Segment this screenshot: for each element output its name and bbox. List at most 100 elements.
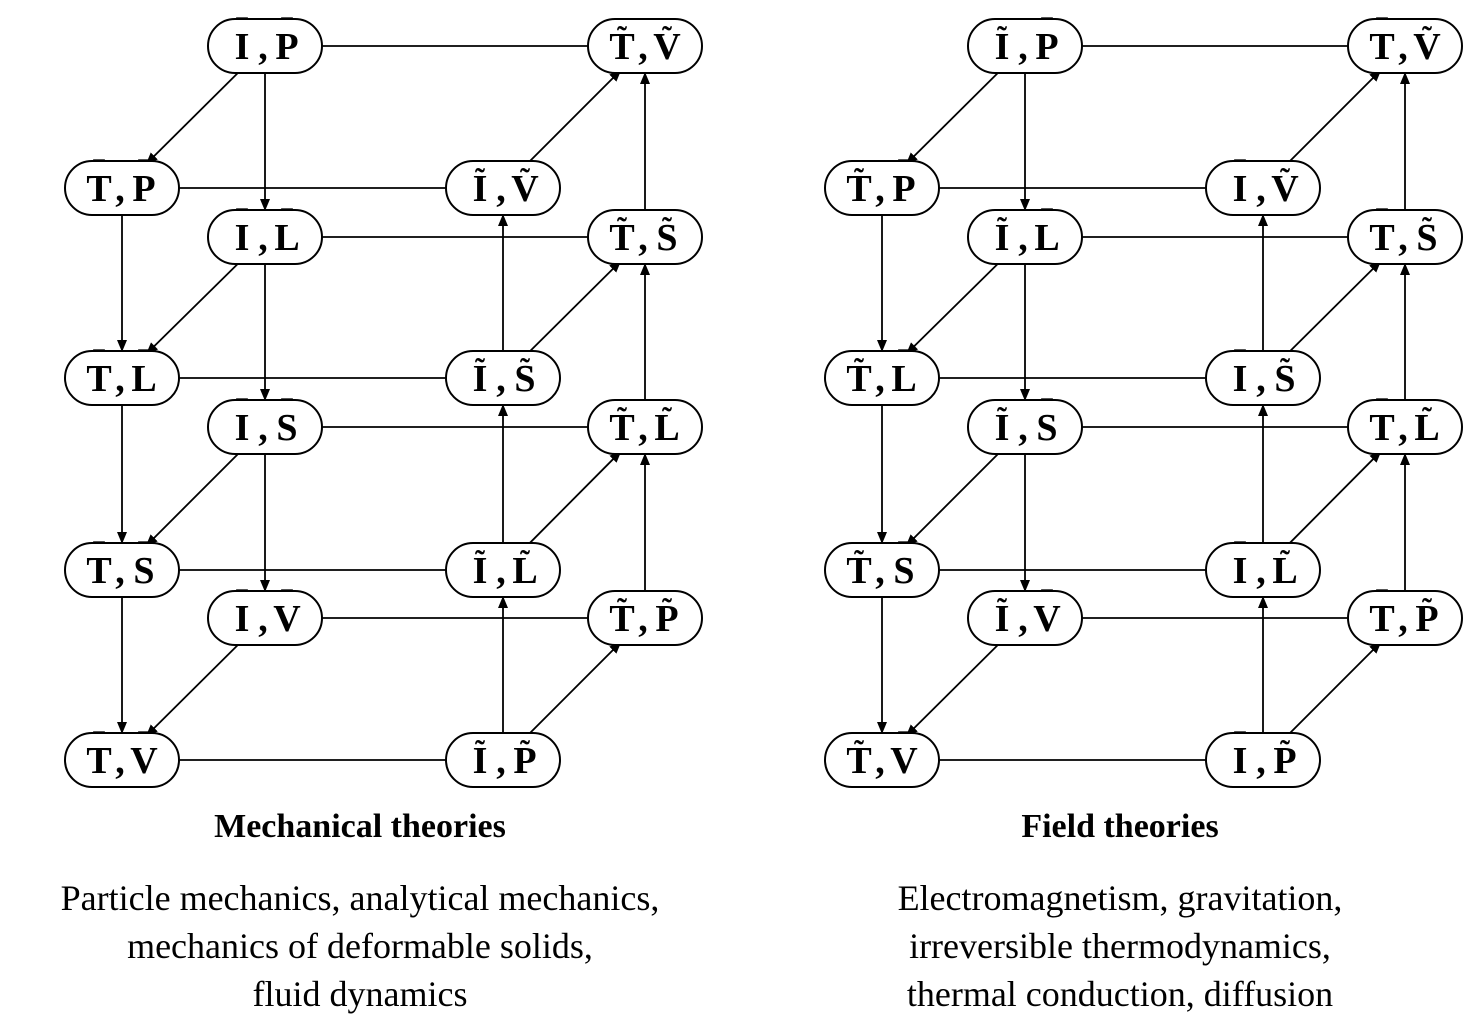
node-variable: V (1413, 26, 1441, 68)
tilde-mark-icon: ˜ (997, 212, 1007, 245)
tilde-mark-icon: ˜ (854, 163, 864, 196)
node-shape (824, 350, 940, 406)
node-shape (967, 18, 1083, 74)
edge-IV2-TV2 (145, 641, 242, 737)
node-IS2: I‾S˜, (1205, 347, 1321, 406)
tilde-mark-icon: ˜ (475, 545, 485, 578)
node-shape (824, 732, 940, 788)
node-IP: I‾P‾, (207, 15, 323, 74)
bar-mark-icon: ‾ (1234, 539, 1246, 572)
node-TP: T‾P‾, (64, 157, 180, 216)
edge-IS2-TS (526, 260, 622, 355)
node-variable: I (235, 407, 250, 449)
tilde-mark-icon: ˜ (1422, 212, 1432, 245)
node-shape (207, 18, 323, 74)
node-variable: P (275, 26, 298, 68)
node-variable: V (1271, 168, 1299, 210)
node-shape (64, 350, 180, 406)
node-variable: L (654, 407, 679, 449)
node-variable: T (609, 598, 634, 640)
node-shape (445, 732, 561, 788)
bar-mark-icon: ‾ (898, 539, 910, 572)
tilde-mark-icon: ˜ (662, 593, 672, 626)
mechanical-theories-diagram: I‾P‾,T˜V˜,T‾P‾,I˜V˜,I‾L‾,T˜S˜,T‾L‾,I˜S˜,… (64, 15, 703, 788)
node-IL2: I˜L˜, (445, 542, 561, 598)
node-TL: T‾L‾, (64, 347, 180, 406)
node-shape (445, 160, 561, 216)
bar-mark-icon: ‾ (1376, 15, 1388, 48)
tilde-mark-icon: ˜ (1280, 163, 1290, 196)
bar-mark-icon: ‾ (138, 157, 150, 190)
node-IV: I˜V˜, (445, 160, 561, 216)
node-variable: L (891, 358, 916, 400)
node-separator: , (115, 168, 125, 210)
bar-mark-icon: ‾ (1234, 347, 1246, 380)
bar-mark-icon: ‾ (281, 15, 293, 48)
node-separator: , (258, 407, 268, 449)
bar-mark-icon: ‾ (1234, 729, 1246, 762)
tilde-mark-icon: ˜ (617, 212, 627, 245)
node-TS: T‾S˜, (1347, 206, 1463, 265)
node-variable: I (473, 168, 488, 210)
edge-IP2-TP2 (526, 641, 622, 737)
node-shape (1205, 542, 1321, 598)
node-separator: , (496, 168, 506, 210)
node-separator: , (1398, 26, 1408, 68)
node-variable: T (609, 26, 634, 68)
node-variable: I (1233, 550, 1248, 592)
node-variable: S (133, 550, 154, 592)
node-shape (587, 590, 703, 646)
bar-mark-icon: ‾ (138, 729, 150, 762)
node-variable: L (274, 217, 299, 259)
node-shape (824, 542, 940, 598)
tilde-mark-icon: ˜ (997, 593, 1007, 626)
node-IV2: I‾V‾, (207, 587, 323, 646)
node-IS: I‾S‾, (207, 396, 323, 455)
node-TV2: T˜V‾, (824, 729, 940, 788)
node-variable: T (1369, 26, 1394, 68)
node-variable: T (1369, 407, 1394, 449)
field-theories-title: Field theories (1021, 808, 1219, 845)
node-separator: , (115, 358, 125, 400)
node-IS2: I˜S˜, (445, 350, 561, 406)
node-variable: T (846, 740, 871, 782)
tilde-mark-icon: ˜ (1280, 545, 1290, 578)
node-variable: I (1233, 168, 1248, 210)
node-variable: I (995, 407, 1010, 449)
node-variable: S (1416, 217, 1437, 259)
node-variable: T (609, 407, 634, 449)
node-TP2: T˜P˜, (587, 590, 703, 646)
tilde-mark-icon: ˜ (475, 353, 485, 386)
tilde-mark-icon: ˜ (520, 163, 530, 196)
node-variable: V (130, 740, 158, 782)
node-shape (1347, 399, 1463, 455)
tilde-mark-icon: ˜ (854, 735, 864, 768)
node-IP: I˜P‾, (967, 15, 1083, 74)
tilde-mark-icon: ˜ (854, 545, 864, 578)
bar-mark-icon: ‾ (1041, 206, 1053, 239)
node-variable: I (235, 598, 250, 640)
bar-mark-icon: ‾ (93, 157, 105, 190)
bar-mark-icon: ‾ (93, 539, 105, 572)
node-shape (64, 160, 180, 216)
node-variable: I (473, 740, 488, 782)
node-variable: T (846, 358, 871, 400)
edge-IP2-TP2 (1286, 641, 1382, 737)
node-variable: I (1233, 358, 1248, 400)
node-IV2: I˜V‾, (967, 587, 1083, 646)
bar-mark-icon: ‾ (898, 729, 910, 762)
description-line: Particle mechanics, analytical mechanics… (60, 878, 660, 918)
node-separator: , (258, 217, 268, 259)
node-variable: L (1272, 550, 1297, 592)
node-separator: , (875, 358, 885, 400)
tilde-mark-icon: ˜ (854, 353, 864, 386)
tilde-mark-icon: ˜ (1280, 735, 1290, 768)
edge-IL2-TL2 (1286, 450, 1382, 547)
node-shape (1205, 732, 1321, 788)
node-shape (207, 590, 323, 646)
node-variable: S (514, 358, 535, 400)
bar-mark-icon: ‾ (281, 396, 293, 429)
field-theories-diagram: I˜P‾,T‾V˜,T˜P‾,I‾V˜,I˜L‾,T‾S˜,T˜L‾,I‾S˜,… (824, 15, 1463, 788)
node-separator: , (496, 740, 506, 782)
description-line: mechanics of deformable solids, (127, 926, 593, 966)
